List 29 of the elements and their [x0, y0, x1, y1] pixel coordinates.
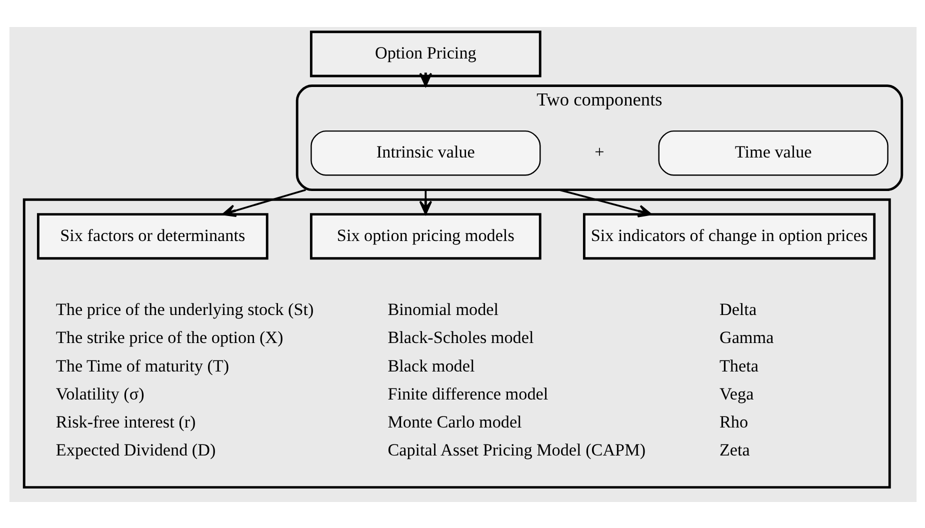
node-label: Vega	[718, 384, 754, 403]
node-label: Rho	[718, 412, 748, 432]
cluster	[22, 198, 890, 488]
node-label: Risk-free interest (r)	[55, 412, 196, 432]
node-label: Theta	[718, 356, 758, 375]
node-label: Expected Dividend (D)	[55, 440, 216, 460]
node-label: Black model	[387, 356, 474, 375]
node-label: The price of the underlying stock (St)	[55, 299, 314, 318]
node-label: Monte Carlo model	[387, 412, 522, 432]
node-label: Volatility (σ)	[55, 384, 144, 403]
node-box: Time value	[658, 130, 888, 176]
node-box: Six indicators of change in option prices	[582, 212, 876, 260]
node-box: Six factors or determinants	[36, 212, 268, 260]
node-label: Delta	[718, 299, 756, 318]
label: +	[594, 142, 604, 162]
arrow	[418, 72, 432, 86]
node-label: Binomial model	[387, 299, 498, 318]
arrow	[418, 189, 432, 214]
node-label: Finite difference model	[387, 384, 548, 403]
node-label: Capital Asset Pricing Model (CAPM)	[387, 440, 646, 460]
node-label: Black-Scholes model	[387, 328, 534, 347]
node-label: Zeta	[718, 440, 750, 460]
arrow	[222, 188, 306, 217]
node-box: Intrinsic value	[310, 130, 540, 176]
node-box: Six option pricing models	[309, 212, 541, 260]
node-label: The Time of maturity (T)	[55, 356, 229, 375]
node-label: The strike price of the option (X)	[55, 328, 283, 347]
arrow	[558, 188, 652, 217]
node-label: Gamma	[718, 328, 774, 347]
